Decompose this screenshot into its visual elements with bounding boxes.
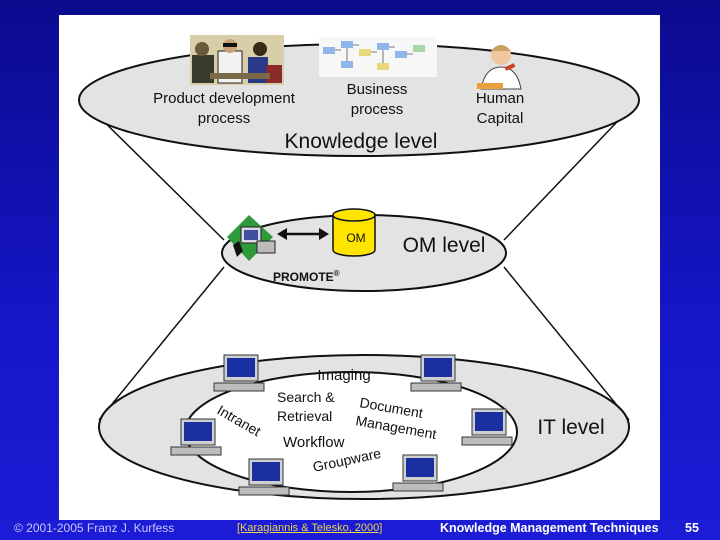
workstation-icon	[392, 454, 444, 492]
retrieval-label: Retrieval	[277, 408, 332, 424]
om-box-label: OM	[346, 231, 365, 245]
product-development-label: Product development	[153, 90, 296, 107]
funnel-lines	[79, 97, 638, 421]
workstation-icon	[213, 354, 265, 392]
slide-panel: Product development process Business pro…	[59, 15, 660, 520]
database-cylinder-icon	[332, 208, 376, 257]
imaging-label: Imaging	[317, 367, 370, 384]
footer-course-title: Knowledge Management Techniques	[440, 521, 659, 535]
promote-label: PROMOTE®	[273, 269, 340, 284]
om-level-title: OM level	[403, 234, 486, 257]
footer-page-number: 55	[685, 521, 699, 535]
bidirectional-arrow-icon	[277, 228, 329, 240]
footer-citation-link[interactable]: [Karagiannis & Telesko, 2000]	[237, 522, 383, 534]
workstation-icon	[410, 354, 462, 392]
product-development-label-line2: process	[198, 110, 251, 127]
business-process-label: Business	[347, 81, 408, 98]
search-label: Search &	[277, 389, 335, 405]
knowledge-level-title: Knowledge level	[285, 130, 438, 153]
promote-tool-icon	[227, 215, 276, 261]
knowledge-architecture-diagram: Product development process Business pro…	[78, 35, 640, 500]
people-photo-icon	[190, 35, 284, 85]
workstation-icon	[461, 408, 513, 446]
business-process-label-line2: process	[351, 101, 404, 118]
workflow-label: Workflow	[283, 434, 345, 451]
human-capital-label: Human	[476, 90, 524, 107]
footer-copyright: © 2001-2005 Franz J. Kurfess	[14, 521, 175, 535]
process-flowchart-icon	[319, 37, 437, 77]
it-level-title: IT level	[537, 416, 604, 439]
workstation-icon	[238, 458, 290, 496]
human-capital-label-line2: Capital	[477, 110, 524, 127]
human-capital-icon	[477, 45, 522, 90]
workstation-icon	[170, 418, 222, 456]
